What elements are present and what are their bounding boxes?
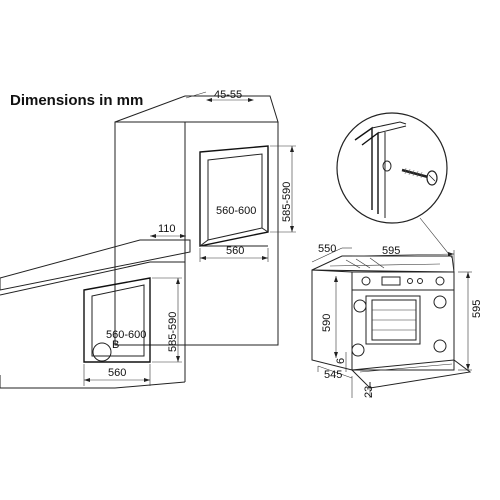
worktop xyxy=(0,239,191,291)
oven-depth-label: 550 xyxy=(318,243,336,255)
screw-detail xyxy=(336,112,453,259)
tall-depth-label: 560-600 xyxy=(216,205,256,217)
under-opening xyxy=(83,277,151,363)
mounting-screw-icon xyxy=(401,167,438,186)
tall-cabinet xyxy=(114,95,279,346)
under-height-dimension: 585-590 xyxy=(152,277,182,363)
gap-label: 45-55 xyxy=(214,89,242,101)
tall-opening xyxy=(199,145,269,247)
tall-width-dimension: 560 xyxy=(199,245,269,262)
oven-door-label: 23 xyxy=(363,386,375,398)
under-height-label: 585-590 xyxy=(167,312,179,352)
diagram-title: Dimensions in mm xyxy=(10,92,144,109)
tall-cabinet-front xyxy=(184,121,279,346)
tall-height-dimension: 585-590 xyxy=(270,145,296,233)
counter-gap-dimension: 110 xyxy=(150,223,186,238)
under-width-label: 560 xyxy=(108,367,126,379)
oven-door xyxy=(350,359,472,389)
counter-gap-label: 110 xyxy=(158,223,176,235)
under-width-dimension: 560 xyxy=(83,364,151,386)
gap-dimension: 45-55 xyxy=(185,89,254,102)
oven-width-label: 595 xyxy=(382,245,400,257)
detail-magnifier-circle xyxy=(336,112,448,224)
oven-unit xyxy=(311,255,472,389)
base-cabinet: B xyxy=(0,239,191,389)
oven-height-left-label: 590 xyxy=(321,314,333,332)
detail-b-label: B xyxy=(112,339,119,351)
oven-bottom-depth-label: 545 xyxy=(324,369,342,381)
oven-dimensions: 550 595 590 595 6 545 xyxy=(311,243,483,398)
oven-foot-label: 6 xyxy=(335,358,347,364)
oven-height-right-label: 595 xyxy=(471,300,483,318)
under-depth-label: 560-600 xyxy=(106,329,146,341)
tall-width-label: 560 xyxy=(226,245,244,257)
oven-top xyxy=(311,255,455,273)
oven-front xyxy=(351,271,455,371)
tall-height-label: 585-590 xyxy=(281,182,293,222)
detail-b-circle xyxy=(92,342,112,362)
